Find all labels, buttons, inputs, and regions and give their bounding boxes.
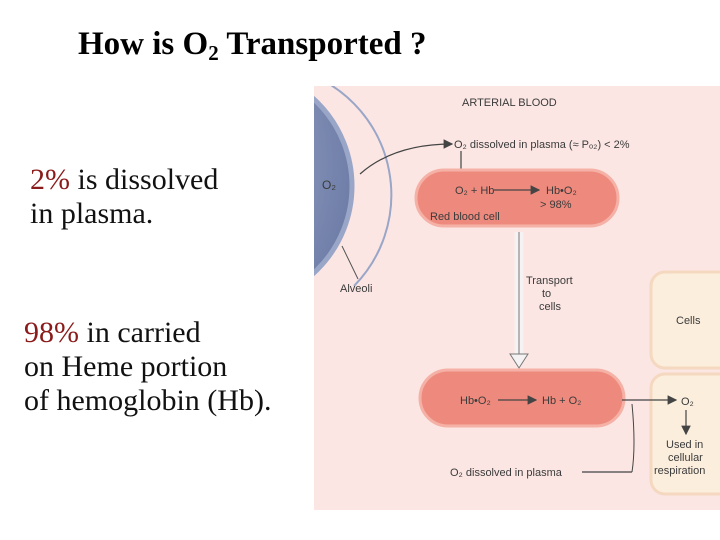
bullet-text: in carried (79, 316, 201, 349)
rbc-reactant: O₂ + Hb (455, 185, 494, 197)
percentage: 98% (24, 316, 79, 349)
cell-o2-label: O₂ (681, 396, 694, 408)
use-label-2: cellular (668, 452, 703, 464)
use-label-1: Used in (666, 439, 703, 451)
transport-arrow-head (509, 353, 529, 369)
alveolus-membrane (330, 86, 393, 287)
use-label-3: respiration (654, 465, 705, 477)
alveoli-label: Alveoli (340, 283, 372, 295)
bullet-hemoglobin: 98% in carried on Heme portion of hemogl… (24, 316, 271, 418)
transport-label-2: to (542, 288, 551, 300)
rbc-percent: > 98% (540, 199, 572, 211)
rbc-product: Hb•O₂ (546, 185, 577, 197)
alveoli-o2-label: O₂ (322, 178, 336, 192)
bullet-line: of hemoglobin (Hb). (24, 384, 272, 417)
dissolved-bottom-curve (631, 403, 635, 473)
bullet-line: on Heme portion (24, 350, 228, 383)
red-blood-cell-top (414, 168, 620, 228)
alveolus-shape (314, 95, 355, 277)
slide-title: How is O2 Transported ? (78, 26, 427, 65)
bullet-line: 98% in carried (24, 316, 271, 350)
rbc-label: Red blood cell (430, 211, 500, 223)
bullet-line: 2% is dissolved (30, 163, 218, 197)
title-subscript: 2 (208, 41, 219, 65)
cells-label: Cells (676, 315, 701, 327)
transport-label-3: cells (539, 301, 562, 313)
bullet-text: is dissolved (70, 163, 219, 196)
rbc-bottom-product: Hb + O₂ (542, 395, 581, 407)
transport-label-1: Transport (526, 275, 573, 287)
arterial-blood-label: ARTERIAL BLOOD (462, 97, 557, 109)
diffusion-arrow (359, 139, 454, 175)
tissue-cell-top (649, 270, 720, 370)
dissolved-top-label: O₂ dissolved in plasma (≈ Pₒ₂) < 2% (454, 139, 630, 151)
bullet-line: in plasma. (30, 197, 154, 230)
alveoli-leader-line (341, 245, 359, 280)
oxygen-transport-diagram: ARTERIAL BLOOD O₂ dissolved in plasma (≈… (314, 86, 720, 510)
title-text-end: Transported ? (218, 26, 427, 62)
diagram-canvas: ARTERIAL BLOOD O₂ dissolved in plasma (≈… (314, 86, 720, 496)
dissolved-bottom-label: O₂ dissolved in plasma (450, 467, 563, 479)
rbc-bottom-reactant: Hb•O₂ (460, 395, 491, 407)
percentage: 2% (30, 163, 70, 196)
red-blood-cell-bottom (418, 368, 626, 428)
bullet-dissolved: 2% is dissolved in plasma. (30, 163, 218, 231)
title-text: How is O (78, 26, 209, 62)
